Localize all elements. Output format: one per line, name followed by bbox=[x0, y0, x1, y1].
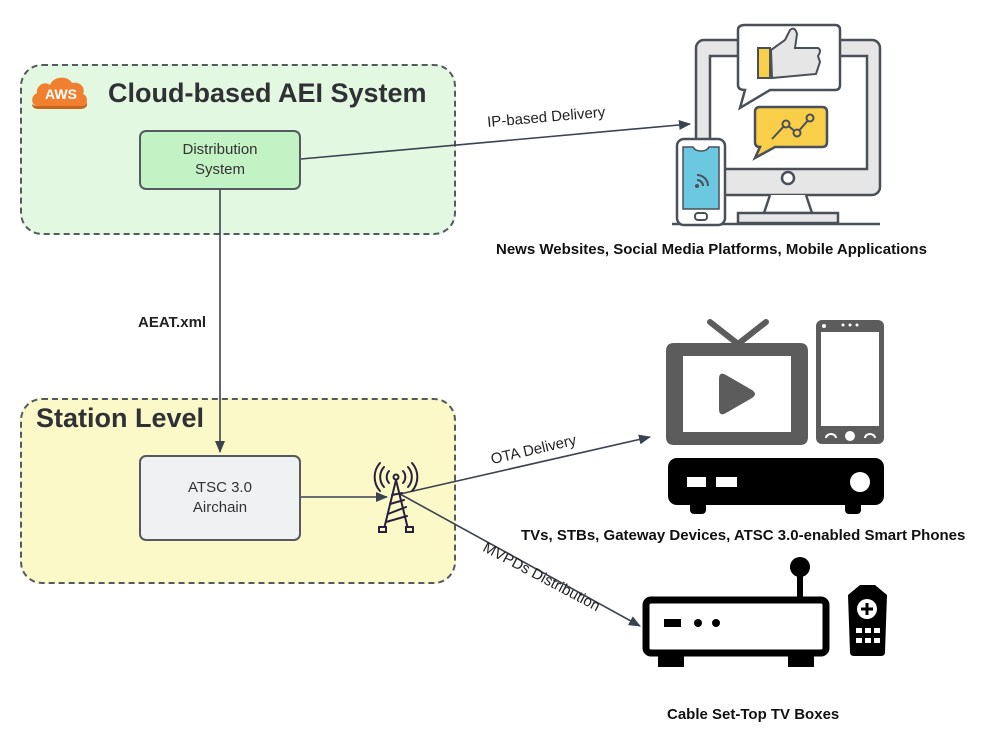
station-group-title: Station Level bbox=[36, 403, 205, 433]
broadcast-tower-icon bbox=[373, 462, 419, 533]
caption-web: News Websites, Social Media Platforms, M… bbox=[496, 241, 927, 258]
smartphone-icon bbox=[816, 320, 884, 444]
line-chart-icon bbox=[752, 105, 829, 161]
node-label-line1: ATSC 3.0 bbox=[188, 479, 252, 496]
tv-play-icon bbox=[666, 319, 808, 445]
node-label-line2: Airchain bbox=[192, 499, 248, 516]
caption-tv: TVs, STBs, Gateway Devices, ATSC 3.0-ena… bbox=[521, 527, 966, 544]
cable-box-icon bbox=[642, 557, 830, 667]
caption-cable: Cable Set-Top TV Boxes bbox=[667, 706, 840, 723]
aws-cloud-icon bbox=[32, 77, 87, 109]
node-label-line2: System bbox=[194, 161, 245, 178]
edge-ota-delivery bbox=[399, 434, 651, 495]
thumbs-up-icon bbox=[736, 23, 842, 111]
set-top-box-icon bbox=[668, 458, 884, 514]
edge-mvpd-distribution bbox=[399, 493, 641, 627]
remote-control-icon bbox=[848, 585, 887, 656]
edge-label-aeat: AEAT.xml bbox=[138, 314, 207, 331]
node-label-line1: Distribution bbox=[182, 141, 258, 158]
aws-logo-text: AWS bbox=[45, 86, 77, 102]
smartphone-wifi-icon bbox=[675, 137, 727, 227]
edge-ip-delivery bbox=[300, 120, 691, 160]
cloud-group-title: Cloud-based AEI System bbox=[108, 78, 427, 108]
